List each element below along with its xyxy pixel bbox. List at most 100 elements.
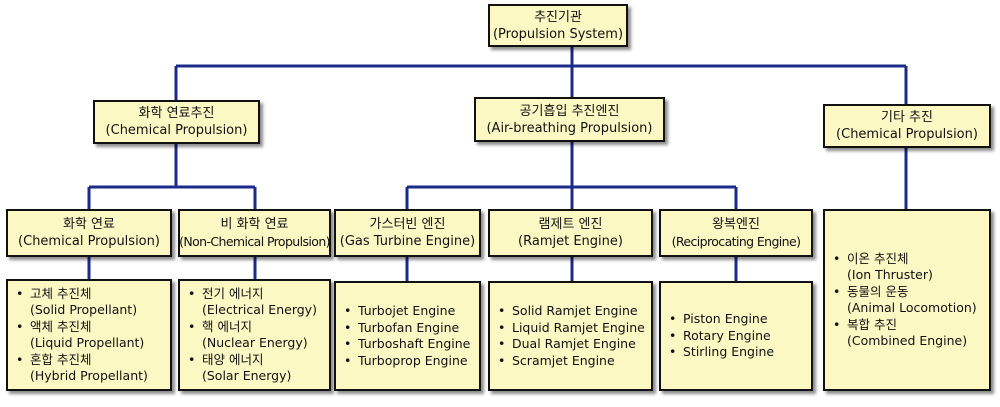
list-item-ko: 전기 에너지 <box>202 285 264 301</box>
list-item: • 전기 에너지(Electrical Energy) <box>188 286 329 319</box>
bullet-icon: • <box>669 344 677 360</box>
bullet-icon: • <box>498 319 506 335</box>
list-item: • Turboshaft Engine <box>344 336 479 353</box>
list-item-ko: 핵 에너지 <box>202 318 252 334</box>
other-ko: 기타 추진 <box>881 110 933 125</box>
bullet-icon: • <box>344 336 352 351</box>
list-item-ko: 동물의 운동 <box>847 283 909 299</box>
chemical-propulsion-node: 화학 연료추진 (Chemical Propulsion) <box>93 100 260 144</box>
bullet-icon: • <box>188 285 196 301</box>
bullet-icon: • <box>669 311 677 327</box>
list-item-en: (Liquid Propellant) <box>30 335 145 350</box>
list-item: • 태양 에너지(Solar Energy) <box>188 352 329 385</box>
list-item-text: Turbofan Engine <box>358 319 460 335</box>
chem-fuel-list: •고체 추진체(Solid Propellant) • 액체 추진체(Liquid… <box>6 279 172 391</box>
list-item: • Piston Engine <box>669 311 811 328</box>
reciprocating-ko: 왕복엔진 <box>712 217 760 232</box>
list-item-ko: 액체 추진체 <box>30 318 92 334</box>
list-item: • 동물의 운동(Animal Locomotion) <box>833 284 989 317</box>
other-en: (Chemical Propulsion) <box>836 127 978 142</box>
bullet-icon: • <box>833 283 841 299</box>
list-item: • 핵 에너지(Nuclear Energy) <box>188 319 329 352</box>
list-item-en: (Animal Locomotion) <box>847 300 977 315</box>
root-en: (Propulsion System) <box>492 26 624 42</box>
list-item-en: (Solar Energy) <box>202 368 292 383</box>
list-item-text: Stirling Engine <box>683 344 775 360</box>
list-item-ko: 혼합 추진체 <box>30 351 92 367</box>
ramjet-list: • Solid Ramjet Engine • Liquid Ramjet Engi… <box>488 281 653 391</box>
list-item: • Solid Ramjet Engine <box>498 303 651 320</box>
list-item: • 액체 추진체(Liquid Propellant) <box>16 319 170 352</box>
list-item-text: Dual Ramjet Engine <box>512 336 636 351</box>
other-list: • 이온 추진체(Ion Thruster) • 동물의 운동(Animal Loc… <box>823 209 991 391</box>
list-item-text: Liquid Ramjet Engine <box>512 319 645 335</box>
list-item-ko: 태양 에너지 <box>202 351 264 367</box>
ramjet-node: 램제트 엔진 (Ramjet Engine) <box>488 209 653 257</box>
gas-turbine-en: (Gas Turbine Engine) <box>339 234 476 249</box>
bullet-icon: • <box>344 303 352 318</box>
list-item-text: Piston Engine <box>683 311 768 327</box>
chemical-ko: 화학 연료추진 <box>138 106 215 121</box>
bullet-icon: • <box>16 351 24 367</box>
list-item: • Stirling Engine <box>669 344 811 361</box>
reciprocating-list: • Piston Engine • Rotary Engine • Stirling … <box>659 281 813 391</box>
chem-fuel-ko: 화학 연료 <box>63 217 115 232</box>
gas-turbine-node: 가스터빈 엔진 (Gas Turbine Engine) <box>334 209 481 257</box>
list-item-text: Scramjet Engine <box>512 352 615 368</box>
list-item: • Rotary Engine <box>669 328 811 345</box>
list-item: • 복합 추진(Combined Engine) <box>833 317 989 350</box>
list-item-en: (Ion Thruster) <box>847 267 933 282</box>
ramjet-ko: 램제트 엔진 <box>538 217 603 232</box>
chemical-en: (Chemical Propulsion) <box>105 123 248 138</box>
list-item: • 이온 추진체(Ion Thruster) <box>833 251 989 284</box>
root-node: 추진기관 (Propulsion System) <box>488 4 628 47</box>
gas-turbine-list: •Turbojet Engine •Turbofan Engine •Turbo… <box>334 281 481 391</box>
list-item-text: Turboprop Engine <box>358 352 468 368</box>
list-item: • Dual Ramjet Engine <box>498 336 651 353</box>
list-item: • Turboprop Engine <box>344 353 479 370</box>
gas-turbine-ko: 가스터빈 엔진 <box>369 217 446 232</box>
list-item-text: Solid Ramjet Engine <box>512 303 638 318</box>
list-item: • 혼합 추진체(Hybrid Propellant) <box>16 352 170 385</box>
ramjet-en: (Ramjet Engine) <box>518 234 623 249</box>
bullet-icon: • <box>16 285 24 301</box>
nonchem-fuel-list: • 전기 에너지(Electrical Energy) • 핵 에너지(Nuclea… <box>178 279 331 391</box>
list-item: • Liquid Ramjet Engine <box>498 320 651 337</box>
list-item-en: (Nuclear Energy) <box>202 335 308 350</box>
reciprocating-en: (Reciprocating Engine) <box>671 234 801 249</box>
reciprocating-node: 왕복엔진 (Reciprocating Engine) <box>659 209 813 257</box>
bullet-icon: • <box>669 327 677 343</box>
root-ko: 추진기관 <box>534 9 582 25</box>
list-item-ko: 복합 추진 <box>847 316 897 332</box>
chem-fuel-en: (Chemical Propulsion) <box>18 234 160 249</box>
list-item-text: Rotary Engine <box>683 327 771 343</box>
bullet-icon: • <box>833 316 841 332</box>
bullet-icon: • <box>833 250 841 266</box>
airbreathing-propulsion-node: 공기흡입 추진엔진 (Air-breathing Propulsion) <box>474 97 665 142</box>
airbreathing-ko: 공기흡입 추진엔진 <box>519 103 620 119</box>
bullet-icon: • <box>344 319 352 335</box>
list-item-en: (Combined Engine) <box>847 333 968 348</box>
list-item: • Turbofan Engine <box>344 320 479 337</box>
bullet-icon: • <box>16 318 24 334</box>
nonchem-fuel-ko: 비 화학 연료 <box>220 217 289 232</box>
bullet-icon: • <box>498 336 506 351</box>
chem-fuel-node: 화학 연료 (Chemical Propulsion) <box>6 209 172 257</box>
list-item: • Scramjet Engine <box>498 353 651 370</box>
list-item-ko: 이온 추진체 <box>847 250 909 266</box>
bullet-icon: • <box>498 303 506 318</box>
bullet-icon: • <box>188 351 196 367</box>
list-item-en: (Hybrid Propellant) <box>30 368 148 383</box>
nonchem-fuel-node: 비 화학 연료 (Non-Chemical Propulsion) <box>178 209 331 257</box>
list-item-text: Turboshaft Engine <box>358 336 471 351</box>
other-propulsion-node: 기타 추진 (Chemical Propulsion) <box>823 104 991 148</box>
list-item-en: (Electrical Energy) <box>202 302 317 317</box>
bullet-icon: • <box>498 352 506 368</box>
list-item-en: (Solid Propellant) <box>30 302 138 317</box>
bullet-icon: • <box>188 318 196 334</box>
bullet-icon: • <box>344 352 352 368</box>
nonchem-fuel-en: (Non-Chemical Propulsion) <box>179 234 330 249</box>
list-item: •고체 추진체(Solid Propellant) <box>16 286 170 319</box>
airbreathing-en: (Air-breathing Propulsion) <box>486 120 653 136</box>
